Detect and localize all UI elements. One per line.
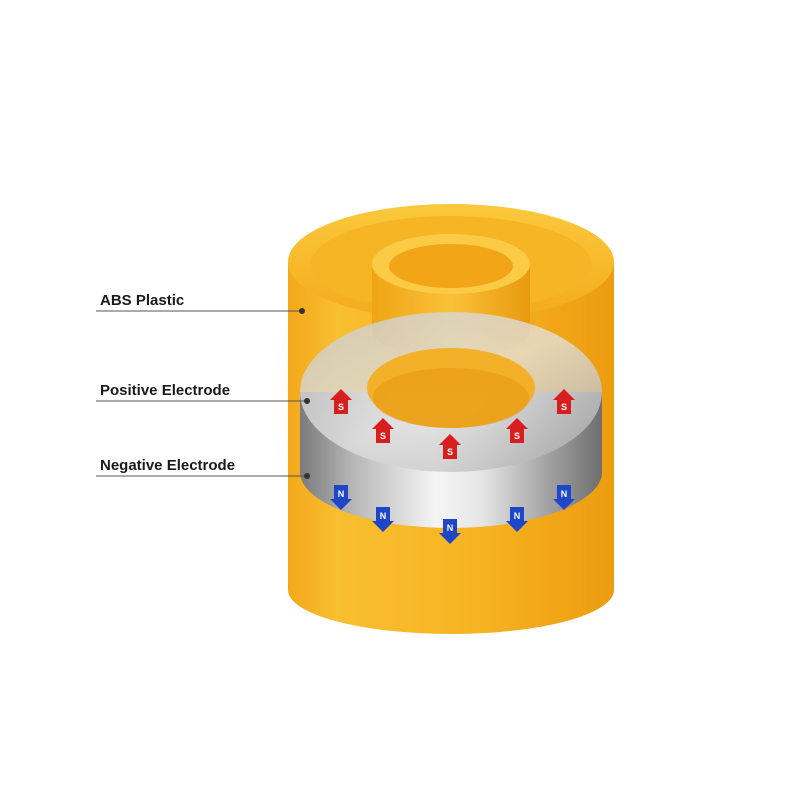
- callout-dot-abs-plastic: [299, 308, 305, 314]
- callout-dot-positive-electrode: [304, 398, 310, 404]
- north-pole-letter: N: [338, 489, 345, 499]
- north-pole-letter: N: [380, 511, 387, 521]
- south-pole-letter: S: [447, 447, 453, 457]
- north-arrow-shape: [553, 485, 575, 510]
- north-pole-arrow: N: [330, 485, 352, 510]
- south-arrow-shape: [372, 418, 394, 443]
- magnet-ring: [300, 312, 602, 528]
- north-pole-arrow: N: [506, 507, 528, 532]
- label-abs-plastic: ABS Plastic: [100, 292, 184, 309]
- inner-tube-bore: [389, 244, 513, 288]
- north-arrow-shape: [439, 519, 461, 544]
- south-arrow-shape: [439, 434, 461, 459]
- north-pole-arrow: N: [372, 507, 394, 532]
- south-pole-letter: S: [514, 431, 520, 441]
- south-pole-letter: S: [380, 431, 386, 441]
- north-pole-arrows: N N N N N: [330, 485, 575, 544]
- south-pole-arrows: S S S S S: [330, 389, 575, 459]
- south-pole-arrow: S: [439, 434, 461, 459]
- north-pole-arrow: N: [439, 519, 461, 544]
- north-pole-letter: N: [561, 489, 568, 499]
- callout-negative-electrode: Negative Electrode: [96, 457, 310, 479]
- label-negative-electrode: Negative Electrode: [100, 457, 235, 474]
- north-arrow-shape: [506, 507, 528, 532]
- north-pole-letter: N: [447, 523, 454, 533]
- callout-dot-negative-electrode: [304, 473, 310, 479]
- callout-abs-plastic: ABS Plastic: [96, 292, 305, 314]
- south-arrow-shape: [330, 389, 352, 414]
- south-pole-letter: S: [338, 402, 344, 412]
- callout-positive-electrode: Positive Electrode: [96, 382, 310, 404]
- south-pole-arrow: S: [330, 389, 352, 414]
- south-arrow-shape: [553, 389, 575, 414]
- south-pole-arrow: S: [553, 389, 575, 414]
- north-arrow-shape: [372, 507, 394, 532]
- south-pole-arrow: S: [506, 418, 528, 443]
- north-pole-arrow: N: [553, 485, 575, 510]
- south-pole-arrow: S: [372, 418, 394, 443]
- north-pole-letter: N: [514, 511, 521, 521]
- south-pole-letter: S: [561, 402, 567, 412]
- north-arrow-shape: [330, 485, 352, 510]
- label-positive-electrode: Positive Electrode: [100, 382, 230, 399]
- magnet-hole-shadow: [373, 368, 529, 428]
- south-arrow-shape: [506, 418, 528, 443]
